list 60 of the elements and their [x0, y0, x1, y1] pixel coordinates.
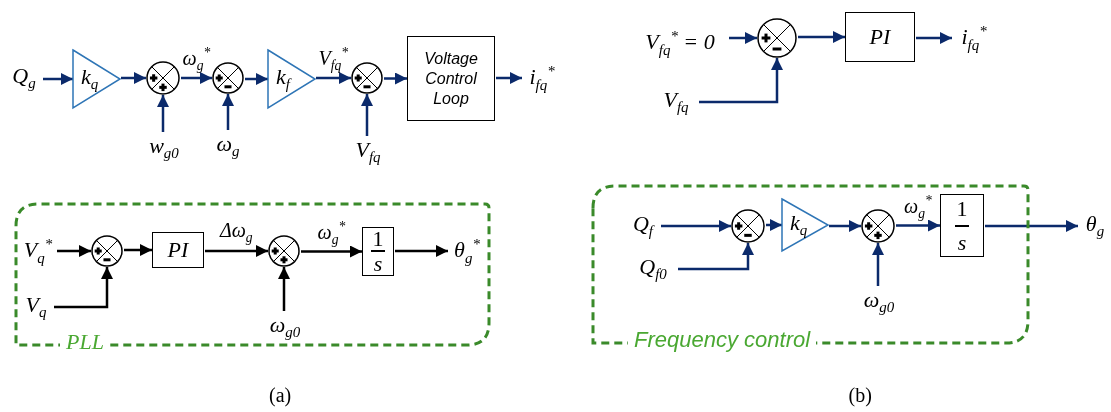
signal-arrow: [699, 58, 783, 104]
signal-label: ω$_{g0}$: [856, 288, 902, 316]
signal-arrow: [729, 32, 757, 44]
summing-junction: [146, 61, 180, 95]
summing-junction: [351, 62, 383, 94]
signal-arrow: [896, 219, 940, 232]
signal-arrow: [829, 220, 861, 232]
panel-label: (b): [848, 383, 872, 407]
signal-arrow: [985, 220, 1078, 232]
signal-label: ω$_{g0}$: [262, 313, 308, 341]
signal-arrow: [395, 245, 448, 257]
signal-arrow: [316, 72, 351, 84]
signal-arrow: [301, 245, 362, 258]
summing-junction: [861, 209, 895, 243]
signal-arrow: [798, 31, 845, 43]
signal-arrow: [678, 243, 754, 271]
signal-arrow: [872, 243, 884, 286]
signal-arrow: [43, 73, 73, 85]
signal-label: Q$_{g}$: [6, 64, 42, 92]
signal-arrow: [205, 245, 268, 257]
signal-arrow: [124, 244, 152, 256]
signal-arrow: [121, 72, 146, 84]
block-box: Voltage Control Loop: [407, 36, 495, 121]
integrator-block: 1 s: [362, 227, 394, 276]
panel-label: (a): [269, 383, 292, 407]
gain-block: k$_{q}$: [73, 50, 120, 108]
block-box: PI: [845, 12, 915, 62]
gain-block: k$_{f}$: [268, 50, 315, 108]
signal-arrow: [54, 267, 113, 309]
signal-arrow: [222, 94, 234, 130]
signal-label: Q$_{f}$: [626, 211, 660, 241]
summing-junction: [757, 18, 797, 58]
signal-arrow: [384, 72, 407, 85]
signal-label: θ$_{g}$: [1078, 211, 1111, 241]
signal-label: V$_{fq}$: [347, 138, 389, 166]
summing-junction: [212, 62, 244, 94]
edge-label: Δω$_{g}$: [219, 220, 254, 245]
signal-arrow: [361, 94, 373, 136]
summing-junction: [731, 209, 765, 243]
signal-arrow: [245, 73, 268, 85]
signal-arrow: [57, 245, 91, 257]
signal-label: V$_{q}$: [20, 292, 52, 322]
block-box: PI: [152, 232, 204, 268]
group-title: Frequency control: [628, 328, 817, 353]
signal-label: Q$_{f0}$: [630, 254, 676, 284]
signal-arrow: [661, 220, 731, 232]
signal-arrow: [157, 95, 169, 132]
signal-arrow: [766, 219, 782, 231]
gain-block: k$_{q}$: [782, 199, 828, 251]
signal-arrow: [278, 267, 290, 311]
summing-junction: [91, 235, 123, 267]
signal-label: w$_{g0}$: [140, 134, 188, 162]
summing-junction: [268, 235, 300, 267]
signal-label: V$_{fq}$: [655, 86, 697, 118]
integrator-block: 1 s: [940, 194, 984, 257]
signal-arrow: [916, 32, 952, 44]
signal-label: V$_{fq}$$^{*}$ = 0: [632, 26, 728, 60]
signal-label: ω$_{g}$: [211, 132, 245, 160]
signal-arrow: [496, 72, 522, 84]
signal-arrow: [181, 72, 212, 84]
